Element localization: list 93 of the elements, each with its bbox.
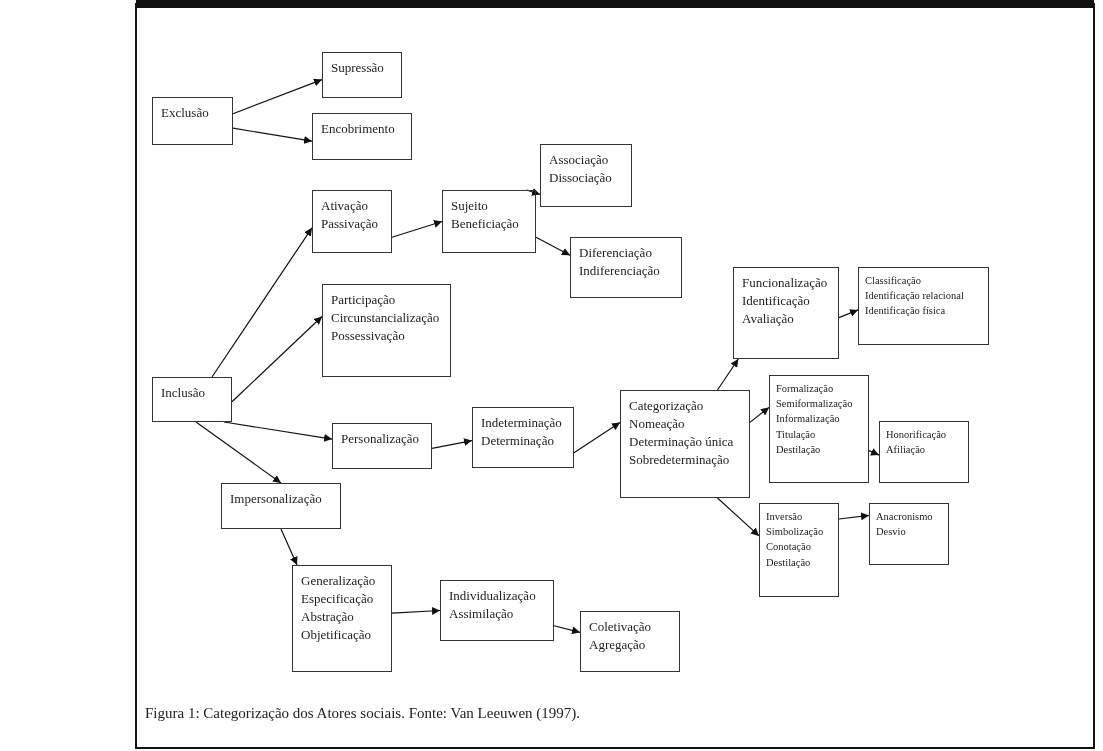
category-term: Associação [549, 151, 609, 169]
category-term: Desvio [876, 525, 906, 540]
category-term: Passivação [321, 214, 379, 233]
category-term: Funcionalização [742, 274, 828, 292]
arrow [716, 358, 739, 391]
category-term: Afiliação [886, 443, 926, 458]
category-term: Formalização [776, 382, 834, 396]
arrow [526, 188, 541, 196]
category-box [540, 144, 632, 207]
category-term: Sobredeterminação [629, 450, 730, 469]
arrow [749, 406, 770, 423]
category-box [221, 483, 341, 529]
arrow [838, 309, 859, 319]
category-box [440, 580, 554, 641]
arrow [195, 421, 282, 484]
arrow [868, 448, 880, 456]
category-box [322, 52, 402, 98]
category-box [869, 503, 949, 565]
category-term: Identificação relacional [865, 289, 964, 304]
category-term: Coletivação [589, 618, 652, 636]
category-term: Ativação [321, 197, 368, 215]
category-box [292, 565, 392, 672]
arrow [231, 315, 323, 403]
arrow [280, 528, 298, 566]
category-box [322, 284, 451, 377]
category-term: Indiferenciação [579, 261, 660, 280]
arrow [232, 127, 313, 144]
category-term: Avaliação [742, 309, 794, 328]
category-term: Honorificação [886, 428, 947, 442]
category-term: Identificação física [865, 304, 946, 319]
category-term: Titulação [776, 427, 816, 442]
category-term: Possessivação [331, 326, 405, 345]
category-box [570, 237, 682, 298]
arrow [211, 227, 313, 378]
category-term: Categorização [629, 397, 704, 415]
category-term: Individualização [449, 587, 536, 605]
category-term: Circunstancialização [331, 308, 440, 327]
category-term: Objetificação [301, 625, 371, 644]
category-box [152, 97, 233, 145]
category-term: Personalização [341, 430, 419, 448]
category-term: Semiformalização [776, 397, 853, 412]
category-term: Impersonalização [230, 490, 322, 508]
category-box [858, 267, 989, 345]
category-box [879, 421, 969, 483]
category-box [152, 377, 232, 422]
category-term: Beneficiação [451, 214, 519, 233]
category-term: Informalização [776, 412, 840, 427]
category-term: Encobrimento [321, 120, 395, 138]
category-box [769, 375, 869, 483]
category-term: Destilação [776, 442, 821, 457]
category-term: Inclusão [161, 384, 206, 402]
category-term: Assimilação [449, 604, 514, 623]
category-box [312, 190, 392, 253]
arrow [431, 438, 473, 449]
category-term: Identificação [742, 291, 810, 310]
arrow [838, 512, 870, 521]
arrow [391, 606, 441, 615]
category-term: Destilação [766, 555, 811, 570]
category-term: Inversão [766, 510, 803, 524]
arrow [391, 220, 443, 238]
category-term: Conotação [766, 540, 811, 555]
category-term: Nomeação [629, 414, 685, 433]
category-box [733, 267, 839, 359]
arrow [223, 421, 333, 442]
category-term: Especificação [301, 589, 374, 608]
arrow [573, 421, 621, 454]
category-box [759, 503, 839, 597]
category-term: Indeterminação [481, 414, 562, 432]
category-term: Abstração [301, 607, 354, 626]
category-term: Participação [331, 291, 396, 309]
category-box [312, 113, 412, 160]
arrow [232, 78, 323, 115]
category-box [620, 390, 750, 498]
figure-caption: Figura 1: Categorização dos Atores sociais. Fonte: Van Leeuwen (1997). [145, 705, 581, 722]
arrow [553, 625, 581, 635]
category-term: Generalização [301, 572, 376, 590]
category-term: Exclusão [161, 104, 209, 122]
category-term: Determinação única [629, 432, 734, 451]
category-term: Diferenciação [579, 244, 652, 262]
category-term: Anacronismo [876, 510, 933, 524]
category-term: Dissociação [549, 168, 612, 187]
category-term: Classificação [865, 274, 921, 288]
category-box [580, 611, 680, 672]
category-box [442, 190, 536, 253]
category-term: Simbolização [766, 525, 824, 540]
category-box [332, 423, 432, 469]
category-term: Sujeito [451, 197, 488, 215]
arrow [535, 236, 571, 256]
arrow [716, 497, 760, 537]
category-box [472, 407, 574, 468]
category-term: Determinação [481, 431, 554, 450]
category-term: Supressão [331, 59, 384, 77]
category-term: Agregação [589, 635, 646, 654]
